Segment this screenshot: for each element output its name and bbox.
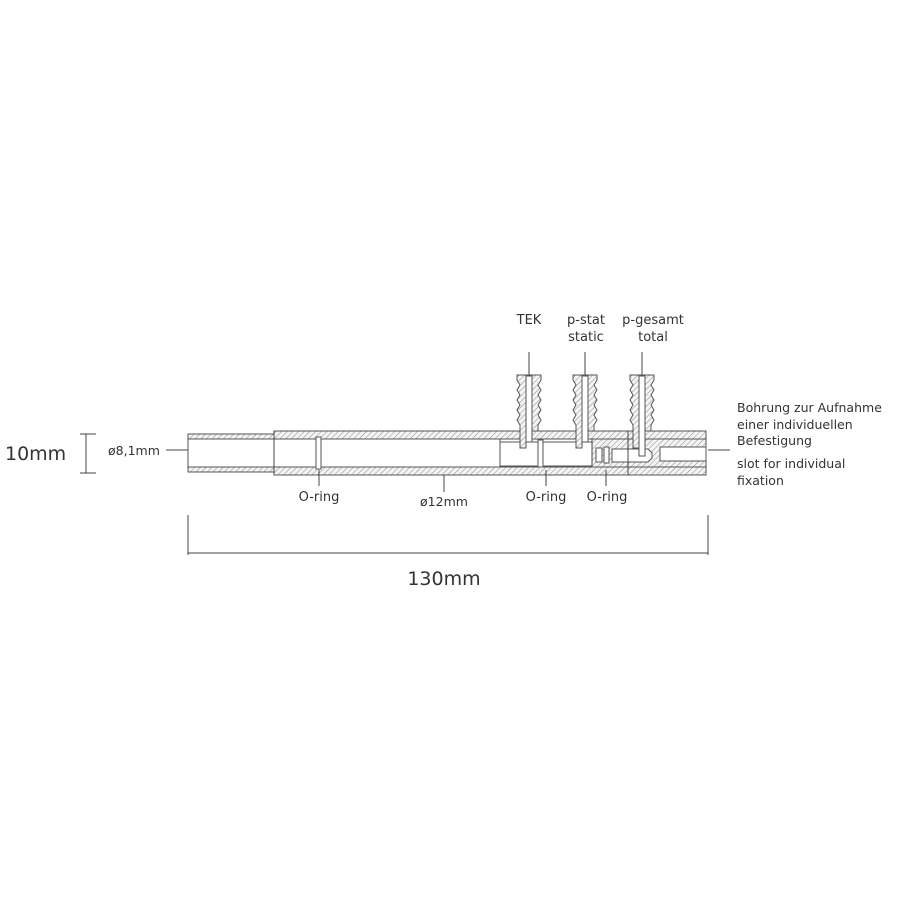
o-ring-label-2: O-ring: [526, 490, 567, 505]
slot-bore: [659, 446, 707, 462]
total-port-label-de: p-gesamt: [622, 313, 684, 328]
slot-note-en-1: slot for individual: [737, 456, 845, 471]
slot-note-de-3: Befestigung: [737, 433, 812, 448]
diameter-main-label: ø12mm: [420, 494, 468, 509]
left-tube-bottom-wall: [187, 466, 275, 473]
o-ring-3: [603, 446, 610, 464]
o-ring-3b: [595, 447, 603, 463]
length-label: 130mm: [407, 568, 480, 590]
total-port-label-en: total: [638, 330, 668, 345]
length-dimension: [187, 515, 709, 555]
static-port-label-en: static: [568, 330, 604, 345]
o-ring-1: [315, 436, 322, 470]
static-port-label-de: p-stat: [567, 313, 605, 328]
leader-lines: [166, 352, 730, 492]
o-ring-label-1: O-ring: [299, 490, 340, 505]
slot-note-en-2: fixation: [737, 473, 784, 488]
main-bore: [273, 438, 501, 468]
nozzle-total: [629, 374, 655, 457]
nozzle-tek: [516, 374, 542, 449]
diameter-small-label: ø8,1mm: [108, 443, 160, 458]
probe-body: [187, 430, 707, 476]
nozzle-static: [572, 374, 598, 449]
height-dimension: [80, 433, 96, 474]
tek-label: TEK: [516, 313, 542, 328]
left-bore: [187, 438, 275, 468]
slot-note-de-2: einer individuellen: [737, 417, 853, 432]
left-tube-top-wall: [187, 433, 275, 440]
o-ring-label-3: O-ring: [587, 490, 628, 505]
o-ring-2: [537, 439, 544, 468]
main-tube-bottom-wall: [273, 466, 707, 476]
height-label: 10mm: [5, 443, 66, 465]
total-pressure-bore: [611, 448, 653, 463]
slot-note-de-1: Bohrung zur Aufnahme: [737, 400, 882, 415]
